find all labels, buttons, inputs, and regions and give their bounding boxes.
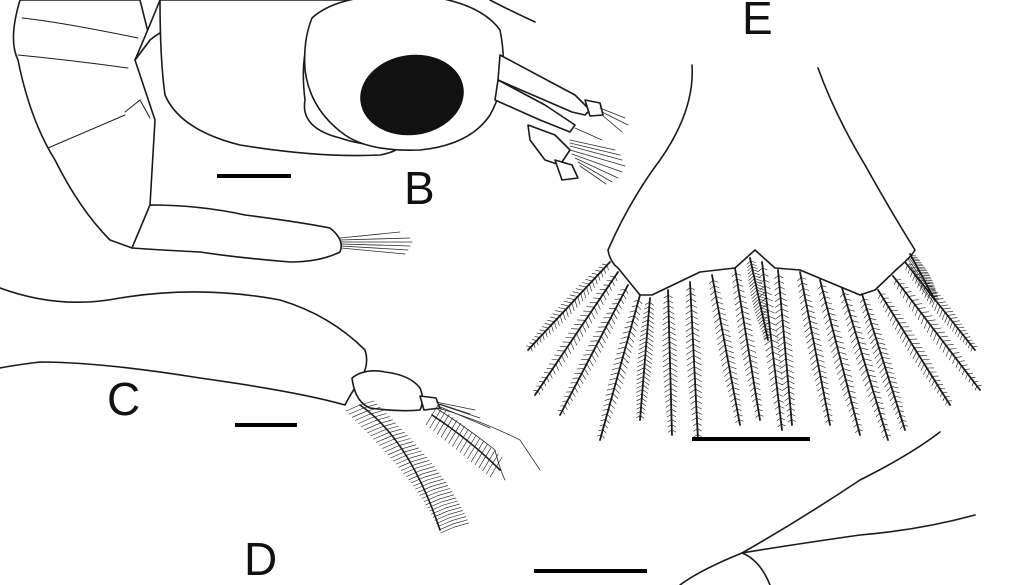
panel-label-e: E <box>742 0 773 44</box>
panel-e-telson: E <box>526 0 982 441</box>
panel-c-appendage: C <box>0 287 541 481</box>
lower-right-appendage-fragment <box>679 431 976 585</box>
appendage-terminal-setae <box>339 231 413 255</box>
rostral-spine <box>489 0 536 23</box>
segment-suture-4 <box>124 99 151 119</box>
telson-body <box>607 64 916 296</box>
antenna-setae <box>569 107 629 185</box>
telson-plumose-setae <box>526 253 982 441</box>
segment-suture-3 <box>47 114 126 149</box>
appendage-c-setae <box>435 401 541 481</box>
fragment-outline-right <box>741 514 976 554</box>
panel-d-plumose-seta: D <box>244 400 647 585</box>
seta-barbs <box>345 400 503 534</box>
panel-b-head: B <box>159 0 629 214</box>
seta-shaft-2 <box>431 414 501 471</box>
antenna-peduncle <box>494 54 604 181</box>
appendage-basal-segments <box>12 0 156 249</box>
appendage-c-shaft <box>0 287 368 406</box>
fragment-outline-lower <box>741 552 771 585</box>
compound-eye <box>360 54 464 136</box>
appendage-c-article-2 <box>419 395 441 411</box>
appendage-distal-segment <box>131 204 343 263</box>
panel-label-b: B <box>404 162 435 214</box>
panel-label-d: D <box>244 533 277 585</box>
appendage-c-article-1 <box>351 370 424 412</box>
fragment-outline-upper <box>679 431 941 585</box>
segment-suture-1 <box>17 54 129 69</box>
seta-shaft <box>359 404 441 531</box>
panel-label-c: C <box>107 373 140 425</box>
segment-suture-2 <box>21 17 139 39</box>
